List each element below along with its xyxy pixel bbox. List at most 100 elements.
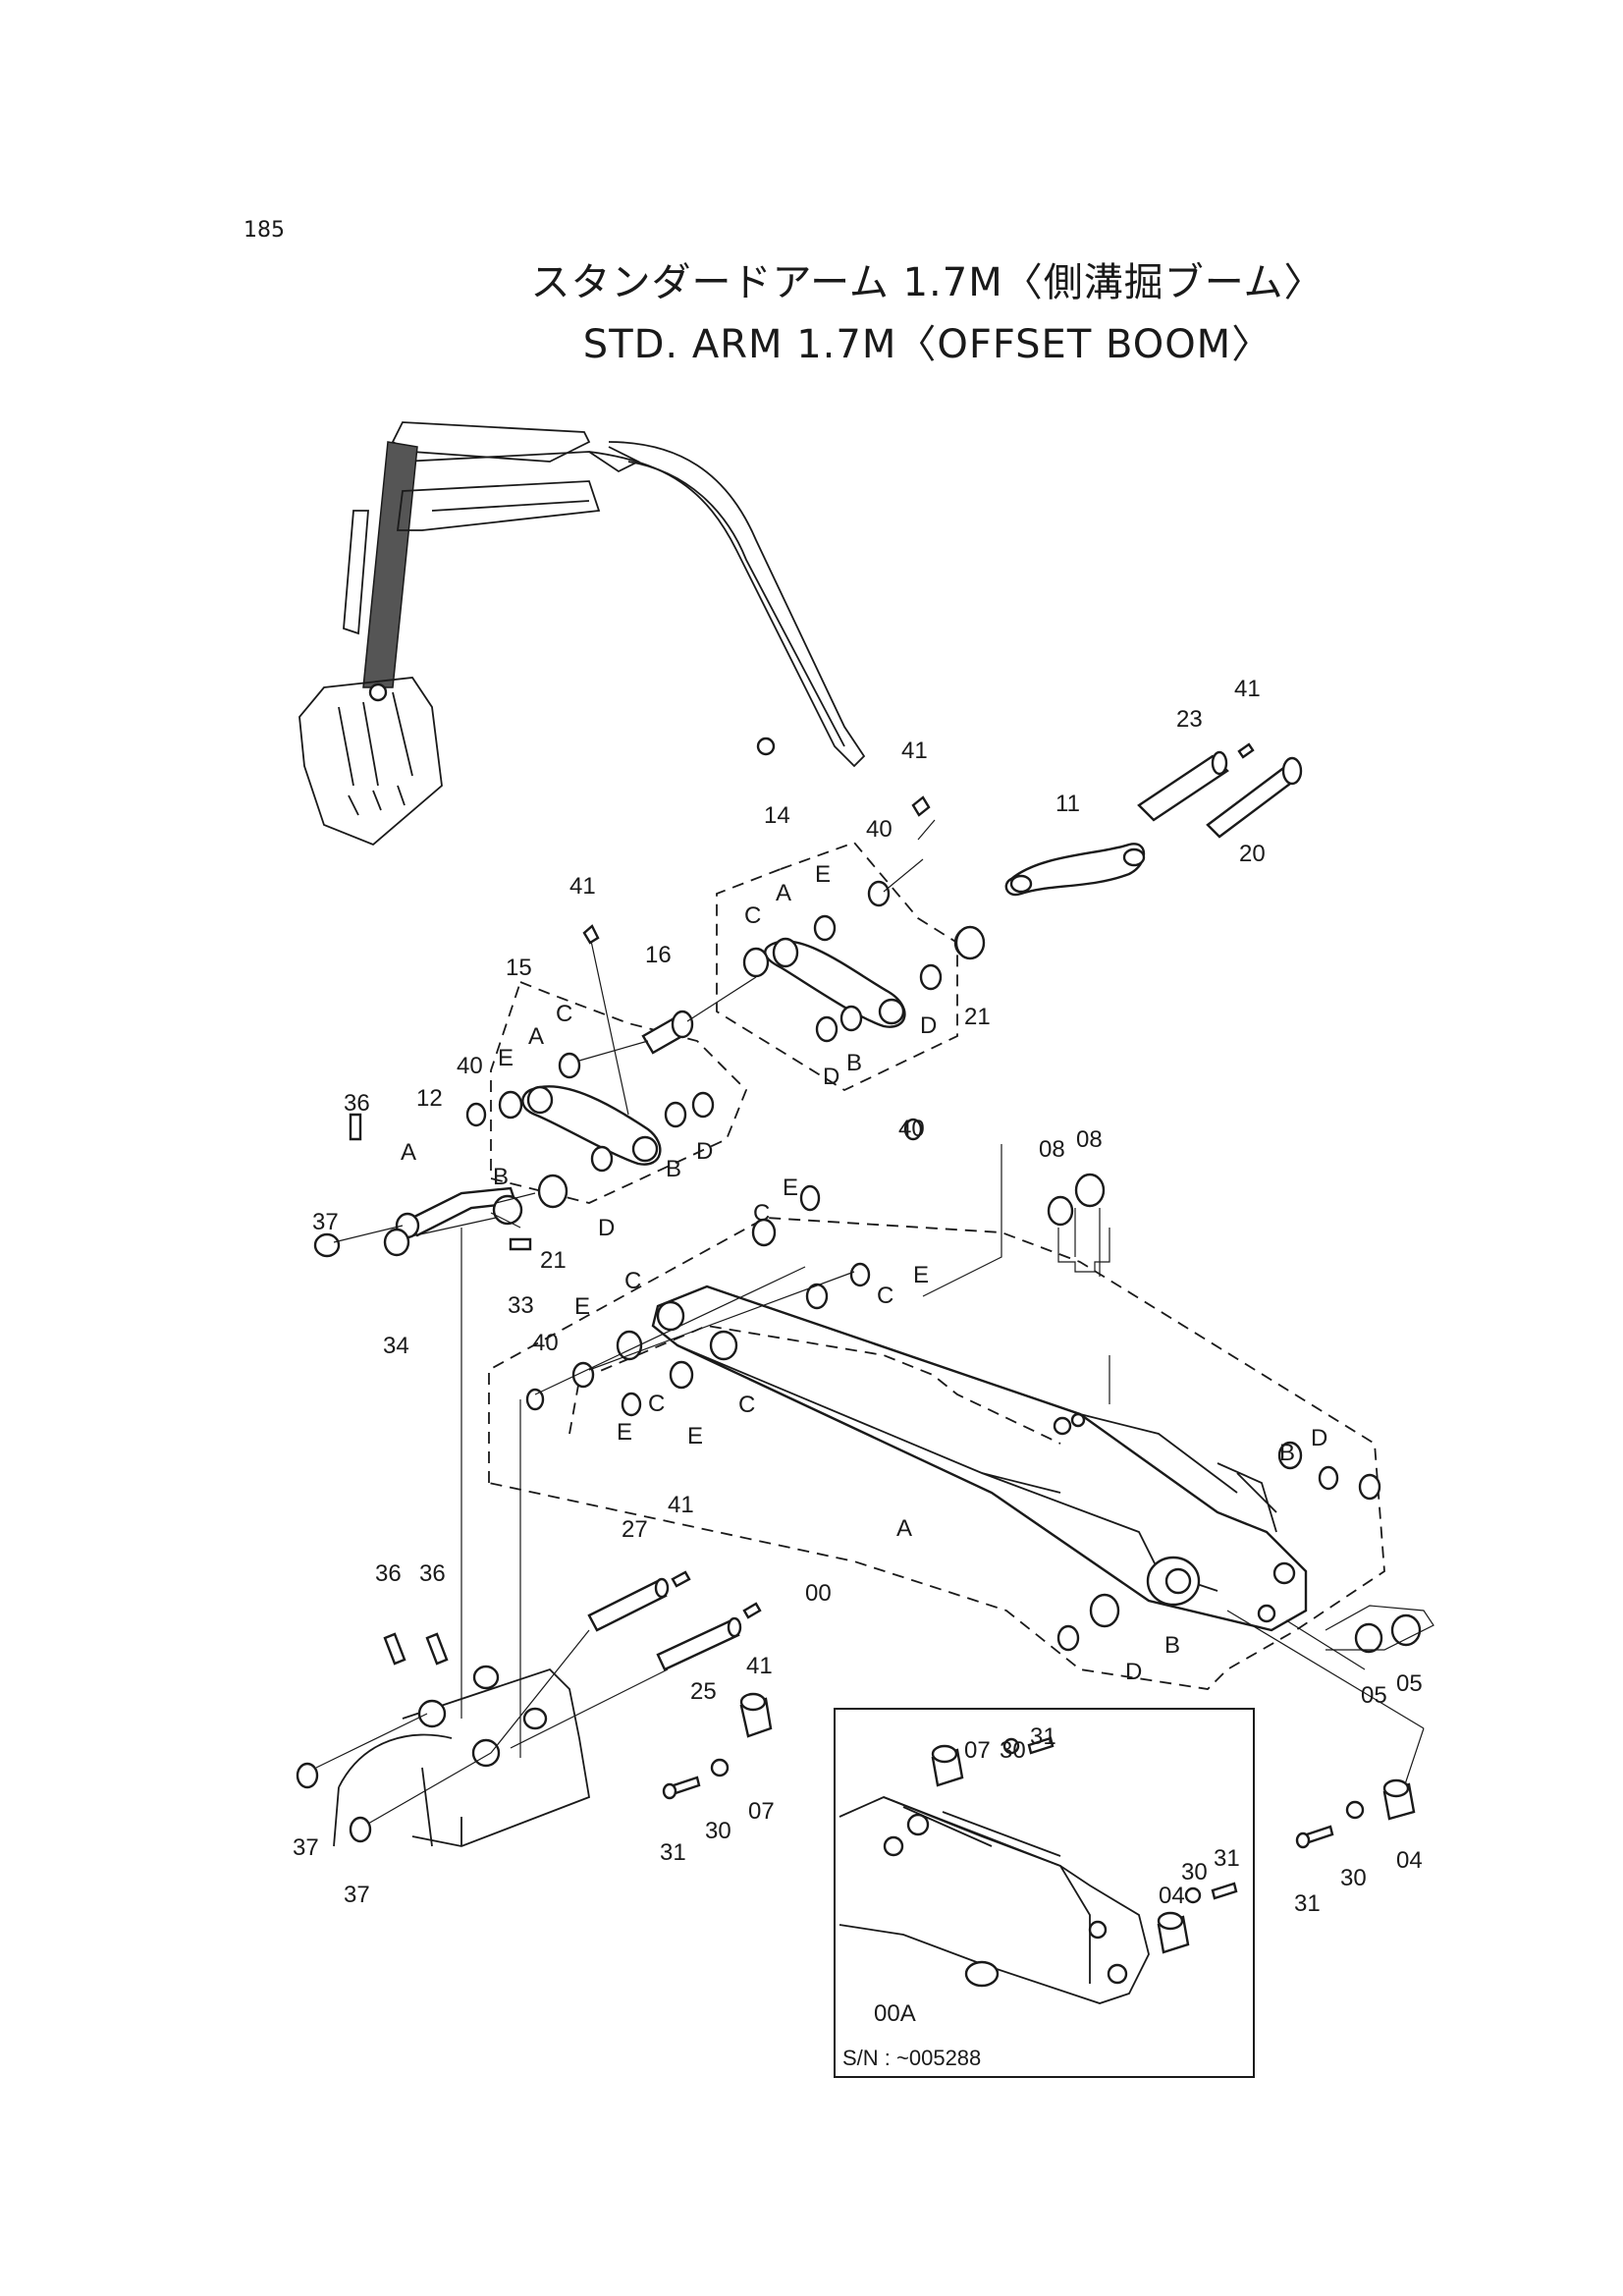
label-12: 12 — [416, 1085, 443, 1112]
bucket-linkage — [333, 1665, 591, 1847]
label-e-left: E — [498, 1045, 514, 1071]
label-20: 20 — [1239, 841, 1266, 867]
label-41-pin-25: 41 — [746, 1653, 773, 1679]
pin-33 — [509, 1237, 532, 1251]
label-07-inset: 07 — [964, 1737, 991, 1764]
label-d-left-2: D — [598, 1215, 615, 1241]
label-14: 14 — [764, 802, 790, 829]
label-e-arm-1: E — [574, 1293, 590, 1320]
callout-08-lines — [1057, 1228, 1110, 1273]
grease-fitting-41-left — [582, 924, 600, 945]
page-number: 185 — [243, 218, 285, 243]
label-a-upper: A — [776, 880, 791, 906]
label-37-lower-a: 37 — [293, 1834, 319, 1861]
washer-21-left — [537, 1174, 568, 1209]
pin-23-assembly — [1137, 742, 1303, 839]
label-e-arm-3: E — [617, 1419, 632, 1446]
label-b-bracket: B — [493, 1164, 509, 1190]
label-37-left: 37 — [312, 1209, 339, 1235]
label-d-upper-2: D — [823, 1064, 839, 1090]
label-11: 11 — [1055, 791, 1080, 817]
label-40-upper: 40 — [866, 816, 893, 843]
washer-21-right — [954, 925, 986, 960]
label-d-arm-right: D — [1311, 1425, 1327, 1451]
label-34: 34 — [383, 1333, 409, 1359]
label-30-inset-top: 30 — [1000, 1737, 1026, 1764]
label-40-left: 40 — [457, 1053, 483, 1079]
label-c-center-1: C — [753, 1200, 770, 1227]
washer-37-lower-a — [296, 1762, 319, 1789]
group-14-box — [716, 841, 958, 1092]
label-36-lower-b: 36 — [419, 1560, 446, 1587]
label-41-top-right: 41 — [1234, 676, 1261, 702]
label-a-bracket: A — [401, 1139, 416, 1166]
label-40-arm: 40 — [532, 1330, 559, 1356]
label-27: 27 — [622, 1516, 648, 1543]
label-41-center: 41 — [901, 738, 928, 764]
arm-connector-lines — [534, 1144, 1425, 1788]
arm-00-inner-box — [568, 1325, 1061, 1445]
label-23: 23 — [1176, 706, 1203, 733]
label-31-right: 31 — [1294, 1890, 1321, 1917]
link-14-pin-line — [883, 819, 936, 893]
serial-number-note: S/N : ~005288 — [842, 2046, 981, 2070]
label-30-right: 30 — [1340, 1865, 1367, 1891]
label-36-left: 36 — [344, 1090, 370, 1117]
washer-37-lower-b — [349, 1816, 372, 1843]
label-d-upper-1: D — [920, 1012, 937, 1039]
link-11 — [1004, 843, 1146, 897]
inset-arm-variant — [839, 1736, 1238, 2004]
excavator-overview-sketch — [298, 421, 866, 847]
label-b-arm-right: B — [1279, 1440, 1295, 1466]
label-00: 00 — [805, 1580, 832, 1607]
hardware-07-30-31 — [662, 1692, 773, 1800]
label-c-left: C — [556, 1001, 572, 1027]
pin-line-34 — [406, 1217, 497, 1238]
label-30-inset-right: 30 — [1181, 1859, 1208, 1886]
label-d-left-1: D — [696, 1138, 713, 1165]
part-labels: 41 23 20 41 11 14 40 E A C 41 16 15 21 D… — [293, 676, 1423, 2070]
lower-pin-lines — [315, 1228, 669, 1825]
label-c-center-2: C — [877, 1283, 893, 1309]
washer-34 — [383, 1228, 410, 1257]
grease-fitting-41-upper — [911, 795, 931, 817]
label-b-upper: B — [846, 1050, 862, 1076]
washer-37-left — [313, 1232, 341, 1258]
label-04-right: 04 — [1396, 1847, 1423, 1874]
label-40-center: 40 — [898, 1116, 925, 1142]
group-15-box — [490, 980, 748, 1204]
pin-36-left — [349, 1113, 362, 1141]
label-25: 25 — [690, 1678, 717, 1705]
grease-line-41-left — [590, 940, 629, 1116]
label-e-upper: E — [815, 861, 831, 888]
label-16: 16 — [645, 942, 672, 968]
label-31-left: 31 — [660, 1839, 686, 1866]
label-31-inset-top: 31 — [1030, 1723, 1056, 1750]
pin-36-lower-b — [425, 1632, 449, 1666]
callout-05-lines — [1325, 1605, 1434, 1651]
label-a-left: A — [528, 1023, 544, 1050]
label-08-b: 08 — [1076, 1126, 1103, 1153]
label-37-lower-b: 37 — [344, 1882, 370, 1908]
label-30-left: 30 — [705, 1818, 731, 1844]
label-e-arm-2: E — [687, 1423, 703, 1449]
pin-line-37 — [333, 1225, 404, 1243]
title-japanese: スタンダードアーム 1.7M〈側溝掘ブーム〉 — [530, 260, 1325, 305]
label-41-left: 41 — [569, 873, 596, 900]
bracket-12 — [395, 1186, 536, 1239]
label-21-left: 21 — [540, 1247, 567, 1274]
link-15 — [465, 1052, 715, 1173]
label-c-upper: C — [744, 902, 761, 929]
label-41-pin-27: 41 — [668, 1492, 694, 1518]
label-05-a: 05 — [1361, 1682, 1387, 1709]
arm-00 — [651, 1285, 1308, 1632]
label-c-arm-3: C — [648, 1391, 665, 1417]
label-c-arm-2: C — [738, 1392, 755, 1418]
label-a-arm: A — [896, 1515, 912, 1542]
label-e-center-2: E — [913, 1262, 929, 1288]
link-line-15-16 — [578, 976, 757, 1062]
label-07-left: 07 — [748, 1798, 775, 1825]
label-31-inset-right: 31 — [1214, 1845, 1240, 1872]
inset-label-00a: 00A — [874, 2000, 916, 2027]
